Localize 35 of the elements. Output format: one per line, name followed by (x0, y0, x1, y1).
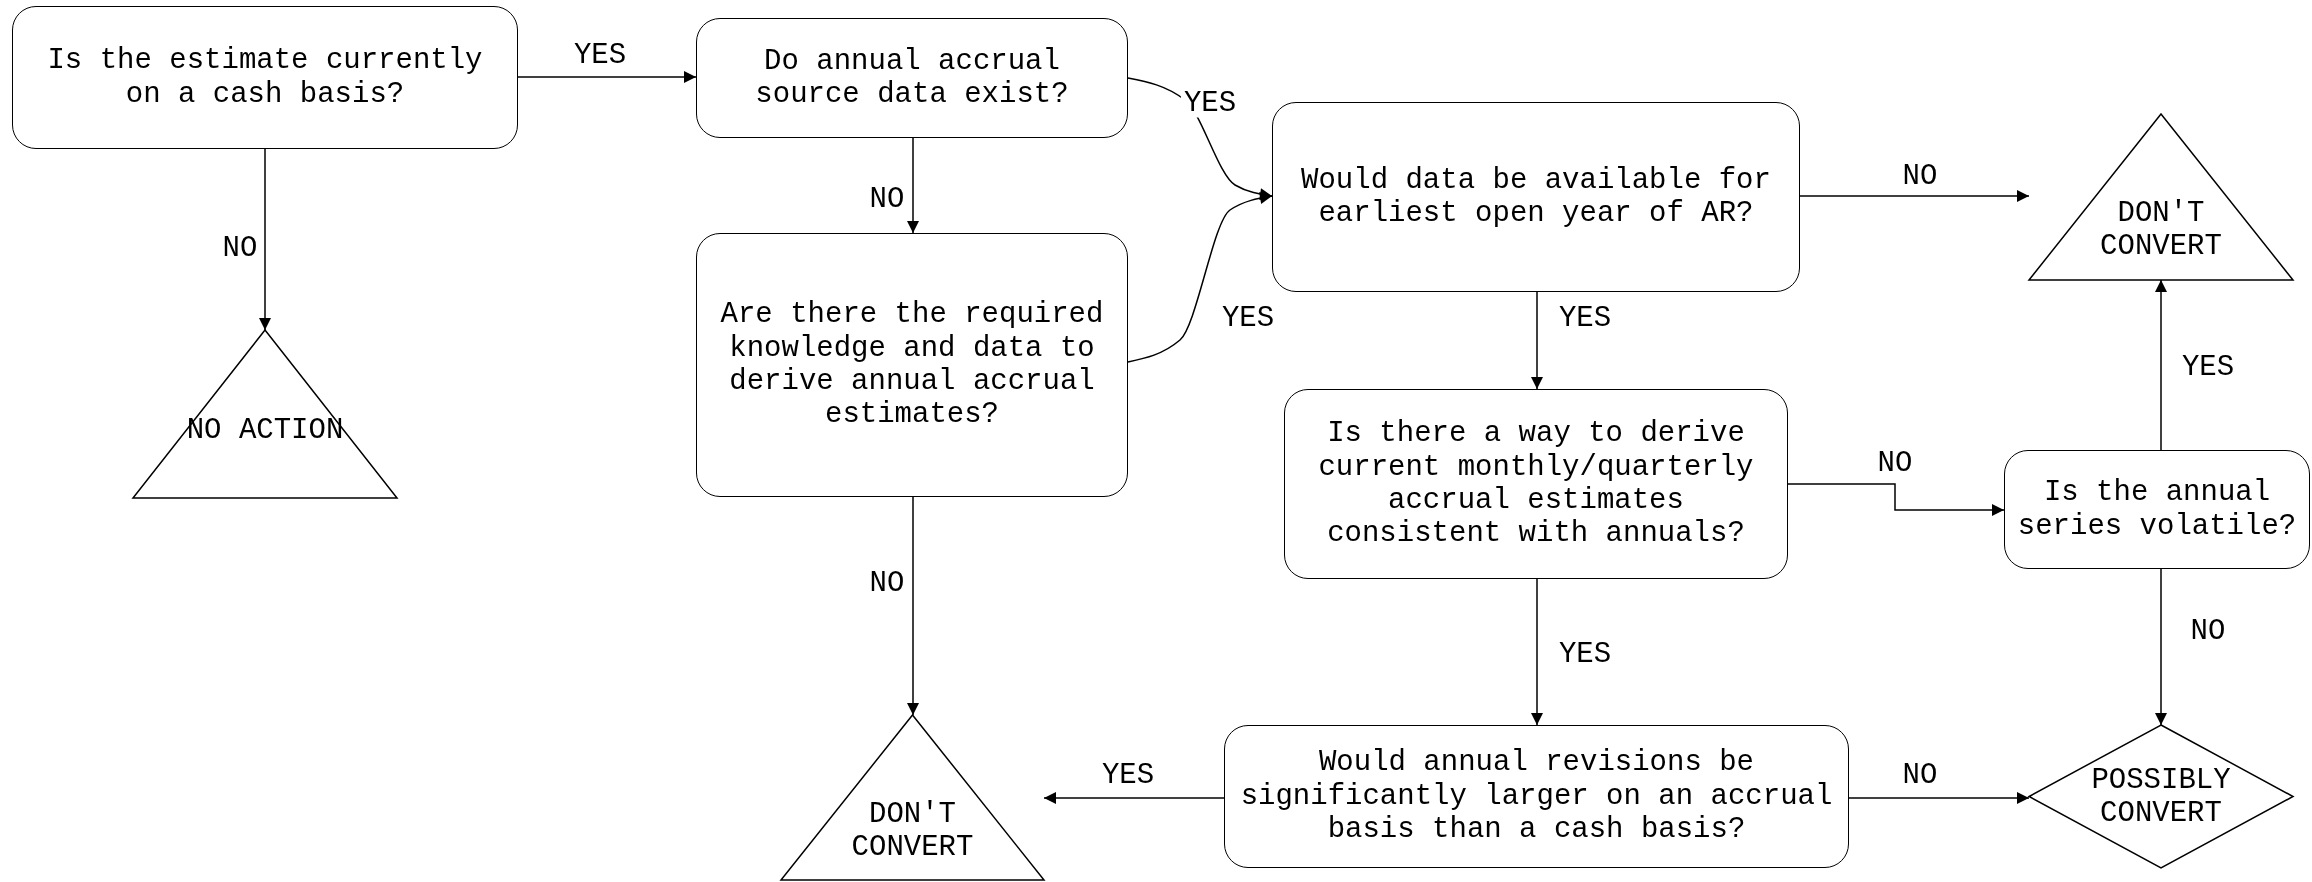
outcome-diamond (2029, 725, 2293, 868)
terminal-triangle (133, 330, 397, 498)
node-text: Is the annual series volatile? (2017, 476, 2297, 543)
node-text: Would annual revisions be significantly larger on an accrual basis than a cash basis? (1239, 746, 1834, 847)
arrow (2155, 279, 2167, 451)
arrow (1848, 792, 2030, 804)
arrow (1043, 792, 1225, 804)
terminal-triangle (2029, 114, 2293, 280)
decision-box (696, 18, 1128, 138)
arrow (2155, 568, 2167, 726)
arrow (1531, 578, 1543, 726)
node-text: Would data be available for earliest open year of AR? (1300, 163, 1772, 231)
arrow (907, 496, 919, 716)
arrow (1799, 190, 2030, 202)
arrow (907, 137, 919, 234)
terminal-triangle (781, 715, 1044, 880)
decision-box (1272, 102, 1800, 292)
node-text: Are there the required knowledge and data to derive annual accrual estimates? (719, 298, 1105, 432)
decision-box (2004, 450, 2310, 569)
arrow (259, 148, 271, 331)
decision-box (1224, 725, 1849, 868)
node-text: DON'T CONVERT (850, 797, 975, 865)
node-text: POSSIBLY CONVERT (2090, 763, 2232, 830)
arrow (1787, 483, 2005, 516)
node-text: Do annual accrual source data exist? (754, 44, 1070, 112)
arrow (1531, 291, 1543, 390)
node-text: Is the estimate currently on a cash basis? (46, 44, 484, 111)
arrow (517, 71, 697, 83)
node-text: NO ACTION (185, 414, 345, 448)
node-text: Is there a way to derive current monthly/quarterly accrual estimates consistent with annuals? (1317, 417, 1755, 551)
decision-box (1284, 389, 1788, 579)
node-text: DON'T CONVERT (2099, 197, 2223, 264)
arrow (1127, 192, 1273, 363)
decision-box (696, 233, 1128, 497)
decision-box (12, 6, 518, 149)
